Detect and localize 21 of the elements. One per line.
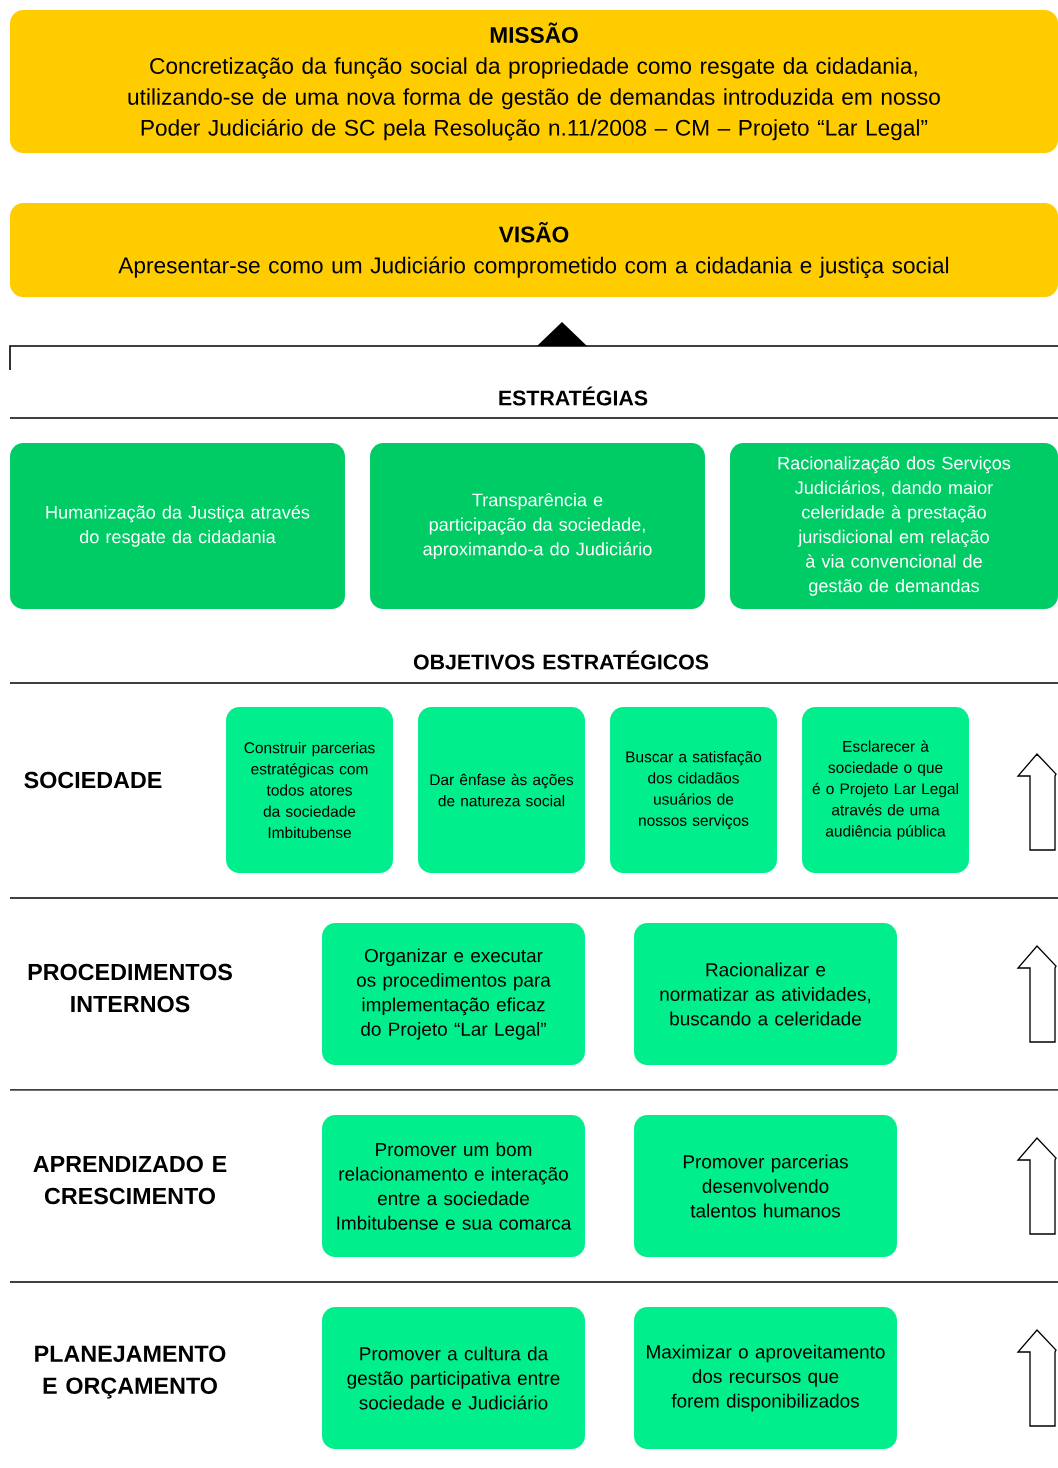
- objective-box: Maximizar o aproveitamento dos recursos que forem disponibilizados: [634, 1307, 897, 1449]
- row-label: SOCIEDADE: [24, 771, 162, 789]
- objective-box: Construir parcerias estratégicas com todos atores da sociedade Imbitubense: [226, 707, 393, 873]
- strategy-box: Racionalização dos Serviços Judiciários, dando maior celeridade à prestação jurisdicional em relação à via convencional de gestão de demandas: [730, 443, 1058, 609]
- objective-box: Promover a cultura da gestão participativa entre sociedade e Judiciário: [322, 1307, 585, 1449]
- objective-box: Promover parcerias desenvolvendo talentos humanos: [634, 1115, 897, 1257]
- objective-box: Promover um bom relacionamento e interação entre a sociedade Imbitubense e sua comarca: [322, 1115, 585, 1257]
- strategy-box: Transparência e participação da sociedade, aproximando-a do Judiciário: [370, 443, 705, 609]
- section-heading: OBJETIVOS ESTRATÉGICOS: [413, 650, 709, 670]
- mission-box: MISSÃO Concretização da função social da propriedade como resgate da cidadania, utilizando-se de uma nova forma de gestão de demandas introduzida em nosso Poder Judiciário de SC pela Resolução n.11/2008 – CM – Projeto “Lar Legal”: [10, 10, 1058, 153]
- objective-box: Organizar e executar os procedimentos para implementação eficaz do Projeto “Lar Legal”: [322, 923, 585, 1065]
- row-label: APRENDIZADO E CRESCIMENTO: [33, 1155, 227, 1205]
- row-label: PROCEDIMENTOS INTERNOS: [28, 963, 232, 1013]
- strategy-box: Humanização da Justiça através do resgate da cidadania: [10, 443, 345, 609]
- row-label: PLANEJAMENTO E ORÇAMENTO: [35, 1345, 226, 1399]
- objective-box: Buscar a satisfação dos cidadãos usuários de nossos serviços: [610, 707, 777, 873]
- section-heading: ESTRATÉGIAS: [499, 386, 648, 406]
- vision-box: VISÃO Apresentar-se como um Judiciário comprometido com a cidadania e justiça social: [10, 203, 1058, 297]
- objective-box: Esclarecer à sociedade o que é o Projeto Lar Legal através de uma audiência pública: [802, 707, 969, 873]
- objective-box: Racionalizar e normatizar as atividades, buscando a celeridade: [634, 923, 897, 1065]
- objective-box: Dar ênfase às ações de natureza social: [418, 707, 585, 873]
